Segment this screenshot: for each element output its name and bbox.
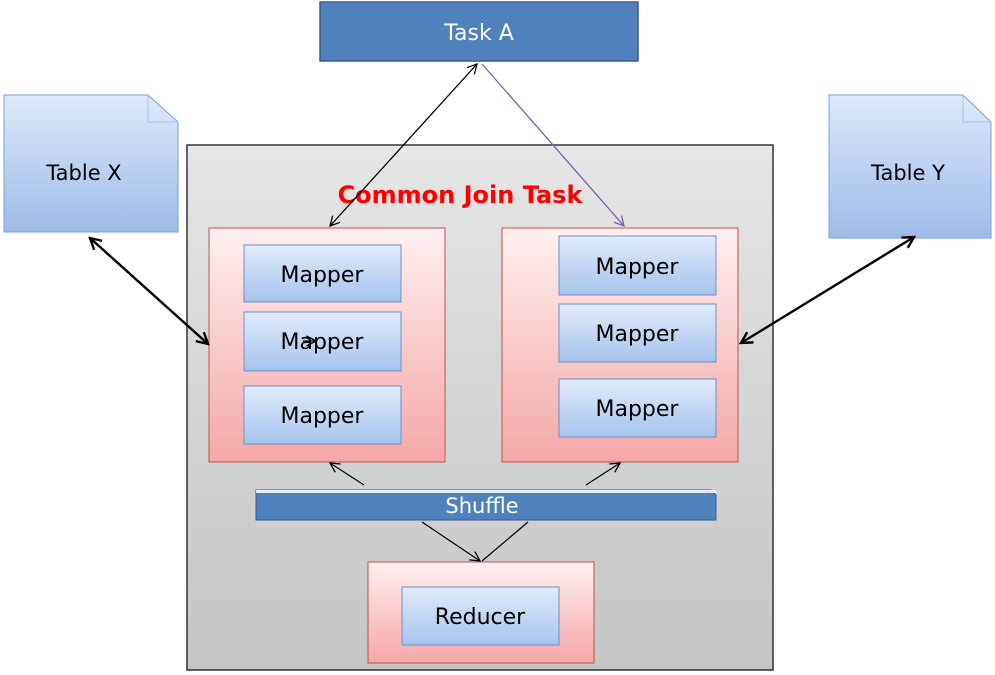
left-mapper-2-label: Mapper bbox=[281, 330, 365, 355]
shuffle-bar-highlight bbox=[256, 490, 716, 493]
left-mapper-1 bbox=[243, 244, 402, 303]
table-x-label: Table X bbox=[45, 161, 121, 185]
reducer-label: Reducer bbox=[435, 605, 526, 630]
arrow-shuffle-reducer-left bbox=[421, 521, 482, 562]
reducer-box bbox=[401, 586, 560, 646]
task-a-box bbox=[319, 1, 639, 62]
table-x-shape bbox=[3, 94, 179, 233]
table-y-fold bbox=[962, 95, 991, 123]
right-mapper-3-label: Mapper bbox=[596, 397, 680, 422]
left-mapper-1-label: Mapper bbox=[281, 263, 365, 288]
right-mapper-1-label: Mapper bbox=[596, 255, 680, 280]
arrow-table-y-right-mappers bbox=[741, 237, 914, 343]
common-join-title: Common Join Task bbox=[338, 181, 584, 209]
right-mapper-1 bbox=[558, 235, 717, 296]
arrow-shuffle-reducer-right bbox=[481, 521, 529, 562]
arrow-task-a-left-mappers bbox=[329, 62, 478, 228]
table-y-shape bbox=[828, 94, 992, 239]
arrow-shuffle-right-mappers bbox=[585, 462, 622, 486]
right-mapper-2 bbox=[558, 303, 717, 363]
right-mapper-2-label: Mapper bbox=[596, 322, 680, 347]
arrow-table-x-left-mappers bbox=[90, 238, 208, 344]
table-x-fold bbox=[147, 95, 178, 123]
left-mapper-3 bbox=[243, 385, 402, 445]
right-mapper-3 bbox=[558, 378, 717, 438]
left-mapper-2 bbox=[243, 311, 402, 372]
task-a-label: Task A bbox=[443, 21, 514, 46]
arrow-shuffle-left-mappers bbox=[328, 462, 365, 486]
table-y-label: Table Y bbox=[870, 161, 945, 185]
arrow-task-a-right-mappers bbox=[481, 63, 625, 228]
left-mapper-3-label: Mapper bbox=[281, 404, 365, 429]
shuffle-label: Shuffle bbox=[445, 494, 518, 518]
